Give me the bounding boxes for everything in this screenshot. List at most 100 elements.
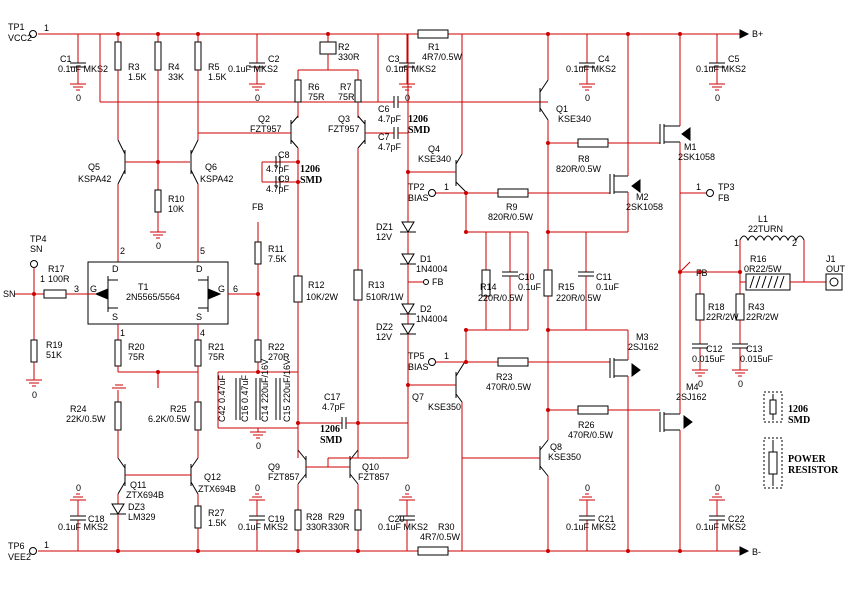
t1-s1: S xyxy=(112,312,118,322)
c12-ref: C12 xyxy=(706,344,723,354)
c20-gnd: 0 xyxy=(405,483,410,493)
r30-ref: R30 xyxy=(438,522,455,532)
r5-body xyxy=(194,41,202,71)
r20-value: 75R xyxy=(128,352,145,362)
c3-value: 0.1uF MKS2 xyxy=(386,64,436,74)
tp5-pin[interactable] xyxy=(428,358,436,366)
tp4-pin[interactable] xyxy=(30,260,38,268)
j1-pin[interactable] xyxy=(829,277,839,287)
legend-smd-2: SMD xyxy=(788,415,810,426)
r2-body xyxy=(319,41,337,55)
vee2-label: VEE2 xyxy=(8,552,31,562)
c3-ref: C3 xyxy=(388,54,400,64)
r28-ref: R28 xyxy=(306,512,323,522)
j1-value: OUT xyxy=(826,264,846,274)
dz3-ref: DZ3 xyxy=(128,502,145,512)
r2-value: 330R xyxy=(338,52,360,62)
input-stage-wiring xyxy=(99,32,379,262)
tp2-pin[interactable] xyxy=(428,189,436,197)
r20-body xyxy=(114,339,122,367)
c18-gnd: 0 xyxy=(76,483,81,493)
c17-value: 4.7pF xyxy=(322,402,346,412)
r14-value: 220R/0.5W xyxy=(478,293,524,303)
r18-body xyxy=(695,293,705,321)
r13-value: 510R/1W xyxy=(366,292,404,302)
input-network xyxy=(14,260,96,387)
q9-ref: Q9 xyxy=(268,462,280,472)
r6-ref: R6 xyxy=(308,82,320,92)
tp6-pin[interactable] xyxy=(29,547,37,555)
l1-ref: L1 xyxy=(758,214,768,224)
c15-label: C15 220uF/16V xyxy=(282,359,292,422)
dz2-value: 12V xyxy=(376,332,392,342)
c4-value: 0.1uF MKS2 xyxy=(566,64,616,74)
r10-body xyxy=(154,189,162,213)
t1-d2: D xyxy=(196,264,203,274)
tp2-name: BIAS xyxy=(408,193,429,203)
r17-body xyxy=(43,289,67,299)
tp2-pin-num: 1 xyxy=(444,182,449,192)
r25-value: 6.2K/0.5W xyxy=(148,414,191,424)
r5-value: 1.5K xyxy=(208,72,227,82)
tp4-name: SN xyxy=(30,244,43,254)
q6-value: KSPA42 xyxy=(200,174,233,184)
c7-value: 4.7pF xyxy=(378,142,402,152)
q3-ref: Q3 xyxy=(338,114,350,124)
r9-ref: R9 xyxy=(506,202,518,212)
t1-g1: G xyxy=(90,284,97,294)
bottom-decoupling-caps xyxy=(70,493,725,551)
q2-ref: Q2 xyxy=(258,114,270,124)
r19-body xyxy=(30,339,38,363)
m4-ref: M4 xyxy=(686,382,699,392)
c5-ref: C5 xyxy=(728,54,740,64)
tp6-ref: TP6 xyxy=(8,541,25,551)
c4-gnd: 0 xyxy=(585,93,590,103)
r11-body xyxy=(254,241,262,265)
r43-ref: R43 xyxy=(748,302,765,312)
r18-ref: R18 xyxy=(708,302,725,312)
tp3-pin[interactable] xyxy=(706,189,714,197)
j1-ref: J1 xyxy=(826,254,836,264)
c13-value: 0.015uF xyxy=(740,354,774,364)
l1-value: 22TURN xyxy=(748,224,783,234)
r11-ref: R11 xyxy=(268,244,284,254)
dz1-value: 12V xyxy=(376,232,392,242)
r9-body xyxy=(497,188,529,198)
fb-label-r11: FB xyxy=(252,202,264,212)
fb-label-out: FB xyxy=(696,268,708,278)
r24-value: 22K/0.5W xyxy=(66,414,106,424)
r16-ref: R16 xyxy=(750,254,767,264)
q8-value: KSE350 xyxy=(548,452,581,462)
c2-value: 0.1uF MKS2 xyxy=(228,64,278,74)
output-mosfets xyxy=(609,32,714,553)
r29-value: 330R xyxy=(328,522,350,532)
c22-gnd: 0 xyxy=(715,483,720,493)
r4-body xyxy=(154,41,162,71)
r7-value: 75R xyxy=(338,92,355,102)
tp5-ref: TP5 xyxy=(408,351,425,361)
q7-value: KSE350 xyxy=(428,402,461,412)
c20-value: 0.1uF MKS2 xyxy=(378,522,428,532)
fb-label-mid: FB xyxy=(432,277,444,287)
tp1-pin[interactable] xyxy=(29,30,37,38)
smd-note-c8: 1206 xyxy=(300,164,320,175)
c1-value: 0.1uF MKS2 xyxy=(58,64,108,74)
tp2-ref: TP2 xyxy=(408,182,425,192)
r9-value: 820R/0.5W xyxy=(488,212,534,222)
sn-label: SN xyxy=(3,289,16,299)
q1-value: KSE340 xyxy=(558,114,591,124)
q7-ref: Q7 xyxy=(412,392,424,402)
tp1-ref: TP1 xyxy=(8,22,25,32)
r10-value: 10K xyxy=(168,204,184,214)
current-source xyxy=(110,372,202,553)
output-network xyxy=(678,235,843,377)
smd-note-c8b: SMD xyxy=(300,175,322,186)
t1-package xyxy=(87,261,229,325)
legend-power-2: RESISTOR xyxy=(788,465,839,476)
tp4-pin-num: 1 xyxy=(40,274,45,284)
tp3-ref: TP3 xyxy=(718,182,735,192)
r25-body xyxy=(194,401,202,431)
q12-ref: Q12 xyxy=(204,472,221,482)
c8-value: 4.7pF xyxy=(266,164,290,174)
r3-ref: R3 xyxy=(128,62,140,72)
